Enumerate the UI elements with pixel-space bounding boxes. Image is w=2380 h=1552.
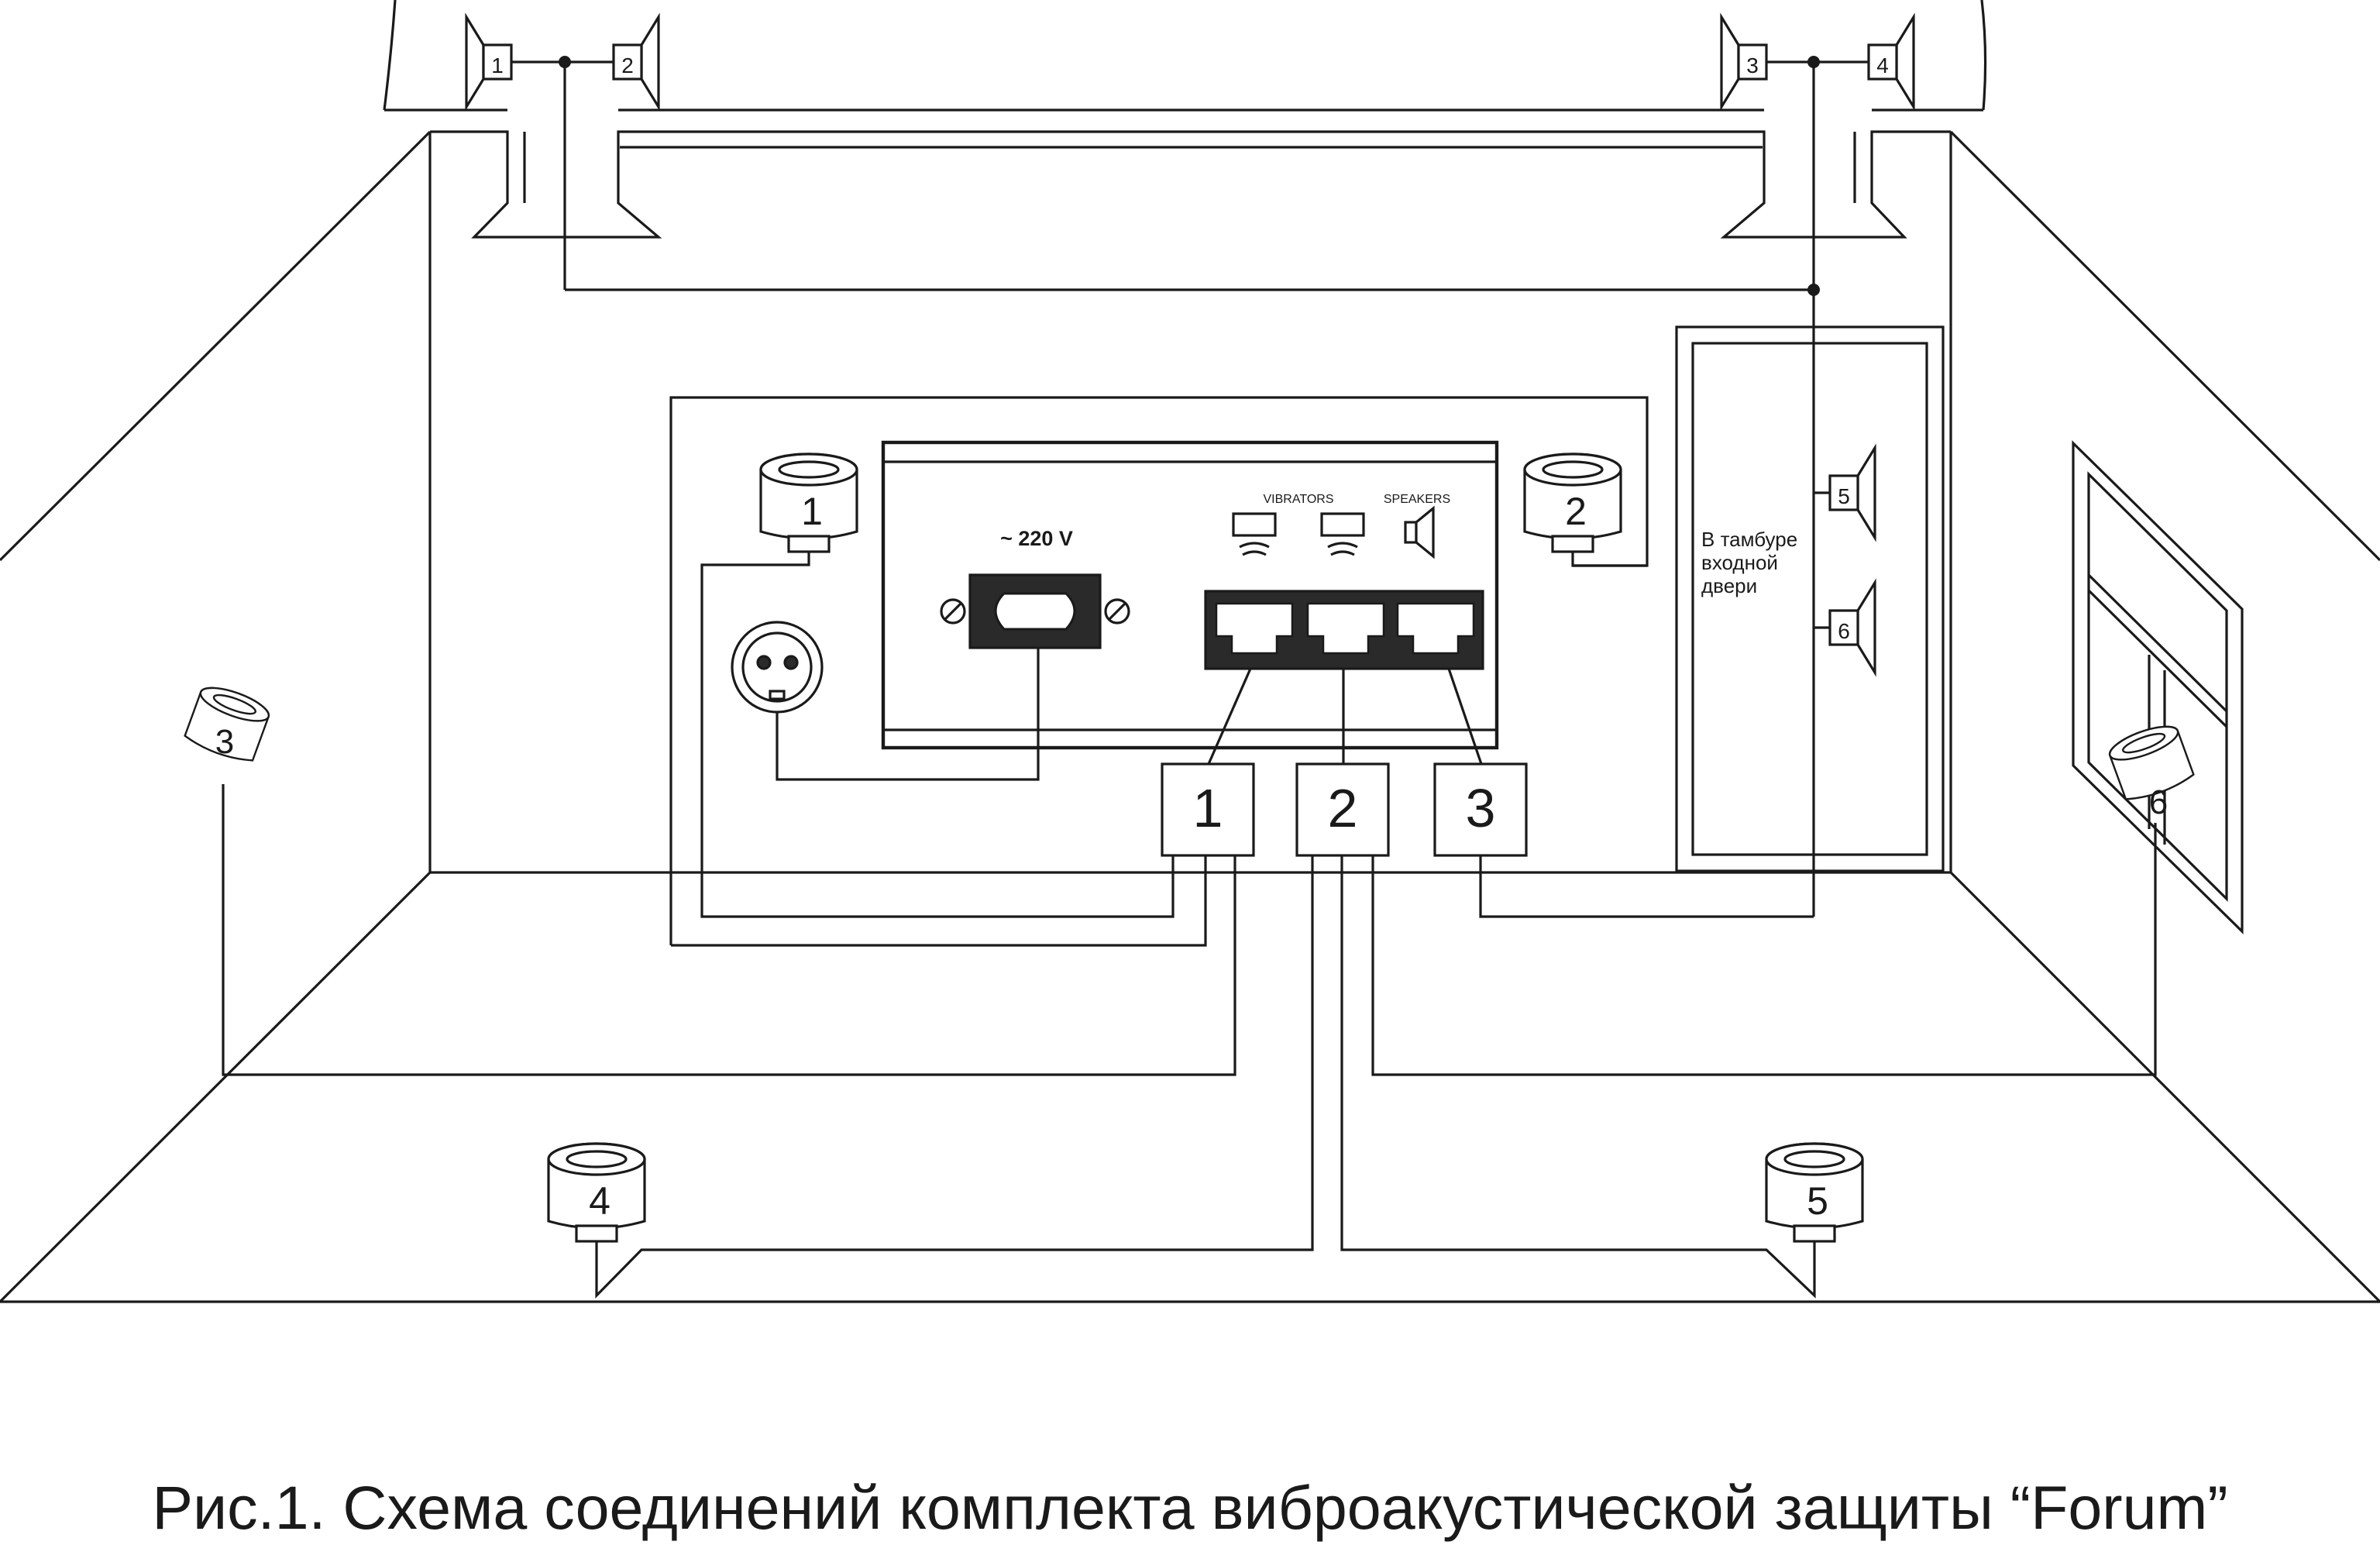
- svg-text:VIBRATORS: VIBRATORS: [1264, 493, 1334, 506]
- vibrator-4: 4: [547, 1142, 646, 1243]
- speaker-4: 4: [1867, 15, 1915, 108]
- vibrator-6: 6: [2108, 725, 2195, 821]
- room-walls: [0, 130, 2380, 1303]
- svg-text:2: 2: [621, 53, 634, 77]
- svg-text:3: 3: [215, 723, 234, 761]
- channel-leads: [1207, 668, 1483, 765]
- svg-text:6: 6: [2149, 783, 2168, 821]
- vibrator-3: 3: [184, 687, 270, 762]
- svg-text:5: 5: [1807, 1179, 1828, 1223]
- vibrator-wiring: [222, 552, 2157, 1299]
- ceiling-strip: [383, 0, 1987, 112]
- speaker-2: 2: [612, 15, 660, 108]
- ceiling-speaker-wiring: [511, 56, 1869, 917]
- svg-text:1: 1: [491, 53, 504, 77]
- window: [2072, 440, 2244, 934]
- generator-unit: ~ 220 V VIBRATORS SPEAKERS: [881, 440, 1499, 750]
- svg-text:4: 4: [589, 1179, 610, 1223]
- speaker-5: 5: [1828, 446, 1876, 539]
- channel-box-2: 2: [1295, 762, 1390, 857]
- speaker-3: 3: [1720, 15, 1768, 108]
- speaker-6: 6: [1828, 581, 1876, 674]
- svg-text:~ 220 V: ~ 220 V: [1000, 527, 1073, 550]
- svg-text:В тамбуре: В тамбуре: [1701, 528, 1797, 551]
- svg-text:3: 3: [1746, 53, 1759, 77]
- svg-text:2: 2: [1565, 490, 1587, 533]
- svg-text:6: 6: [1838, 619, 1850, 643]
- wall-socket: [731, 621, 824, 714]
- svg-text:3: 3: [1466, 778, 1496, 838]
- svg-text:SPEAKERS: SPEAKERS: [1384, 493, 1450, 506]
- vibrator-1: 1: [759, 453, 858, 553]
- channel-box-1: 1: [1161, 762, 1255, 857]
- svg-text:5: 5: [1838, 484, 1850, 508]
- channel-box-3: 3: [1433, 762, 1528, 857]
- svg-text:1: 1: [1193, 778, 1223, 838]
- speaker-1: 1: [465, 15, 513, 108]
- svg-text:двери: двери: [1701, 574, 1757, 597]
- vibrator-2: 2: [1523, 453, 1622, 553]
- svg-text:входной: входной: [1701, 551, 1778, 574]
- svg-text:4: 4: [1876, 53, 1889, 77]
- vibrator-5: 5: [1765, 1142, 1864, 1243]
- svg-text:2: 2: [1328, 778, 1358, 838]
- figure-caption: Рис.1. Схема соединений комплекта виброа…: [152, 1473, 2228, 1542]
- svg-text:1: 1: [801, 490, 823, 533]
- vestibule-door: В тамбуре входной двери: [1675, 325, 1945, 872]
